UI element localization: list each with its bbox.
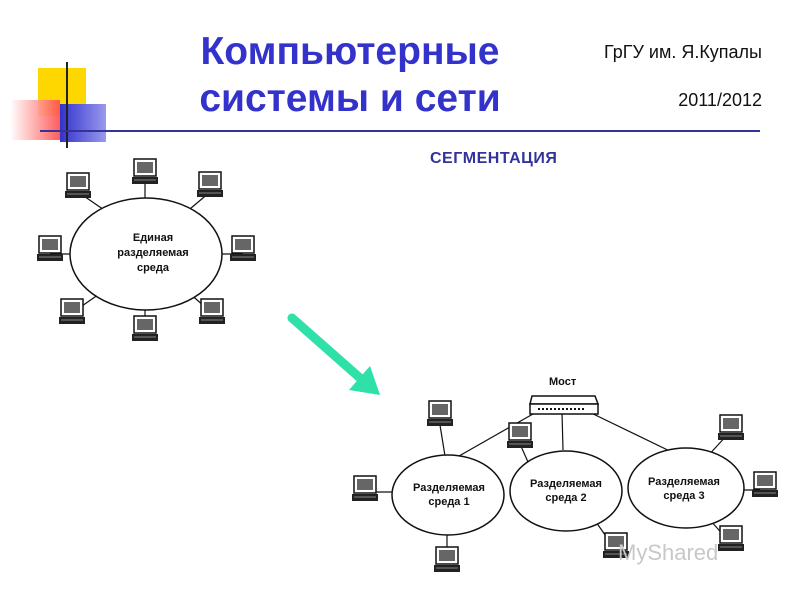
decor-vertical-line xyxy=(66,62,68,148)
computer-icon xyxy=(36,235,64,262)
computer-icon xyxy=(131,315,159,342)
segment-2-label-1: Разделяемая xyxy=(530,478,602,490)
segment-3-label-2: среда 3 xyxy=(663,490,704,502)
computer-icon xyxy=(64,172,92,199)
slide-subtitle: СЕГМЕНТАЦИЯ xyxy=(430,150,558,167)
shared-medium-label-3: среда xyxy=(137,262,170,274)
institution-label: ГрГУ им. Я.Купалы xyxy=(603,42,762,62)
segment-2-label-2: среда 2 xyxy=(545,492,586,504)
page-title: Компьютерные системы и сети xyxy=(150,28,550,122)
title-line-2: системы и сети xyxy=(199,77,501,120)
segment-2-ellipse xyxy=(509,450,623,532)
segmented-network-group: Мост Разделяемая среда 1 Разделяемая сре… xyxy=(351,376,779,573)
segment-1-ellipse xyxy=(391,454,505,536)
computer-icon xyxy=(506,422,534,449)
shared-medium-label-1: Единая xyxy=(133,232,173,244)
computer-icon xyxy=(351,475,379,502)
segment-1-label-2: среда 1 xyxy=(428,496,469,508)
segment-1-label-1: Разделяемая xyxy=(413,482,485,494)
bridge-label: Мост xyxy=(549,376,577,388)
shared-medium-group: Единая разделяемая среда xyxy=(36,158,257,342)
computer-icon xyxy=(198,298,226,325)
computer-icon xyxy=(717,414,745,441)
bridge-icon xyxy=(529,395,600,415)
computer-icon xyxy=(58,298,86,325)
computer-icon xyxy=(751,471,779,498)
decor-red-square xyxy=(10,100,60,140)
header-divider xyxy=(40,130,760,132)
title-line-1: Компьютерные xyxy=(200,30,500,73)
academic-year-label: 2011/2012 xyxy=(678,90,762,110)
shared-medium-ellipse xyxy=(69,197,223,311)
computer-icon xyxy=(426,400,454,427)
computer-icon xyxy=(131,158,159,185)
segment-3-label-1: Разделяемая xyxy=(648,476,720,488)
watermark-logo: MyShared xyxy=(618,540,719,565)
computer-icon xyxy=(196,171,224,198)
computer-icon xyxy=(229,235,257,262)
segment-3-ellipse xyxy=(627,447,745,529)
segmentation-arrow-icon xyxy=(287,313,380,395)
computer-icon xyxy=(717,525,745,552)
computer-icon xyxy=(433,546,461,573)
shared-medium-label-2: разделяемая xyxy=(117,247,188,259)
